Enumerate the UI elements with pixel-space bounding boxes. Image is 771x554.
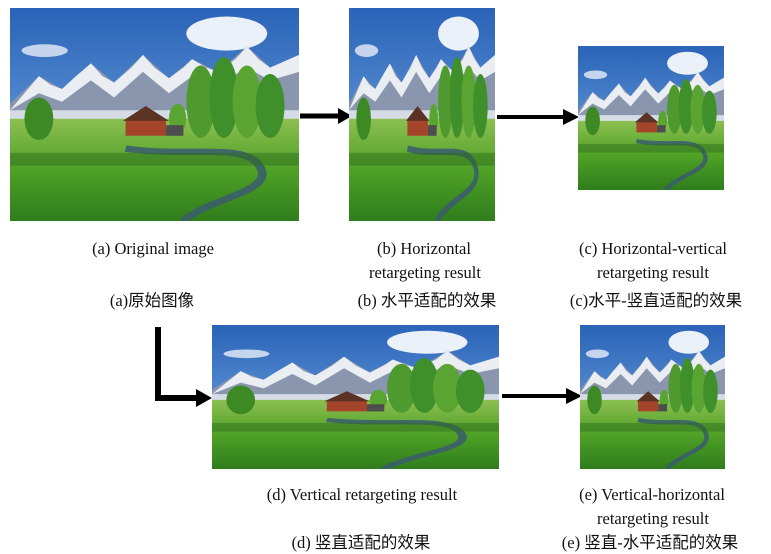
arrow-b-to-c	[497, 109, 579, 125]
panel-d-vertical-retargeting	[212, 325, 499, 469]
arrow-a-to-d	[155, 327, 212, 407]
arrow-a-to-b	[300, 108, 352, 124]
caption-b-en-1: (b) Horizontal	[377, 239, 471, 258]
caption-a-en: (a) Original image	[92, 239, 214, 258]
caption-e-en-1: (e) Vertical-horizontal	[579, 485, 725, 504]
panel-b-horizontal-retargeting	[349, 8, 495, 221]
arrow-d-to-e	[502, 388, 582, 404]
caption-b-en-2: retargeting result	[369, 263, 481, 282]
caption-e-zh: (e) 竖直-水平适配的效果	[561, 533, 739, 552]
caption-e-en-2: retargeting result	[597, 509, 709, 528]
caption-c-en-2: retargeting result	[597, 263, 709, 282]
caption-d-zh: (d) 竖直适配的效果	[291, 533, 431, 552]
panel-c-horizontal-vertical-retargeting	[578, 46, 724, 190]
caption-d-en: (d) Vertical retargeting result	[266, 485, 458, 504]
panel-a-original-image	[10, 8, 299, 221]
caption-a-zh: (a)原始图像	[109, 291, 195, 310]
panel-e-vertical-horizontal-retargeting	[580, 325, 725, 469]
caption-b-zh: (b) 水平适配的效果	[357, 291, 497, 310]
caption-c-zh: (c)水平-竖直适配的效果	[569, 291, 743, 310]
caption-c-en-1: (c) Horizontal-vertical	[579, 239, 727, 258]
